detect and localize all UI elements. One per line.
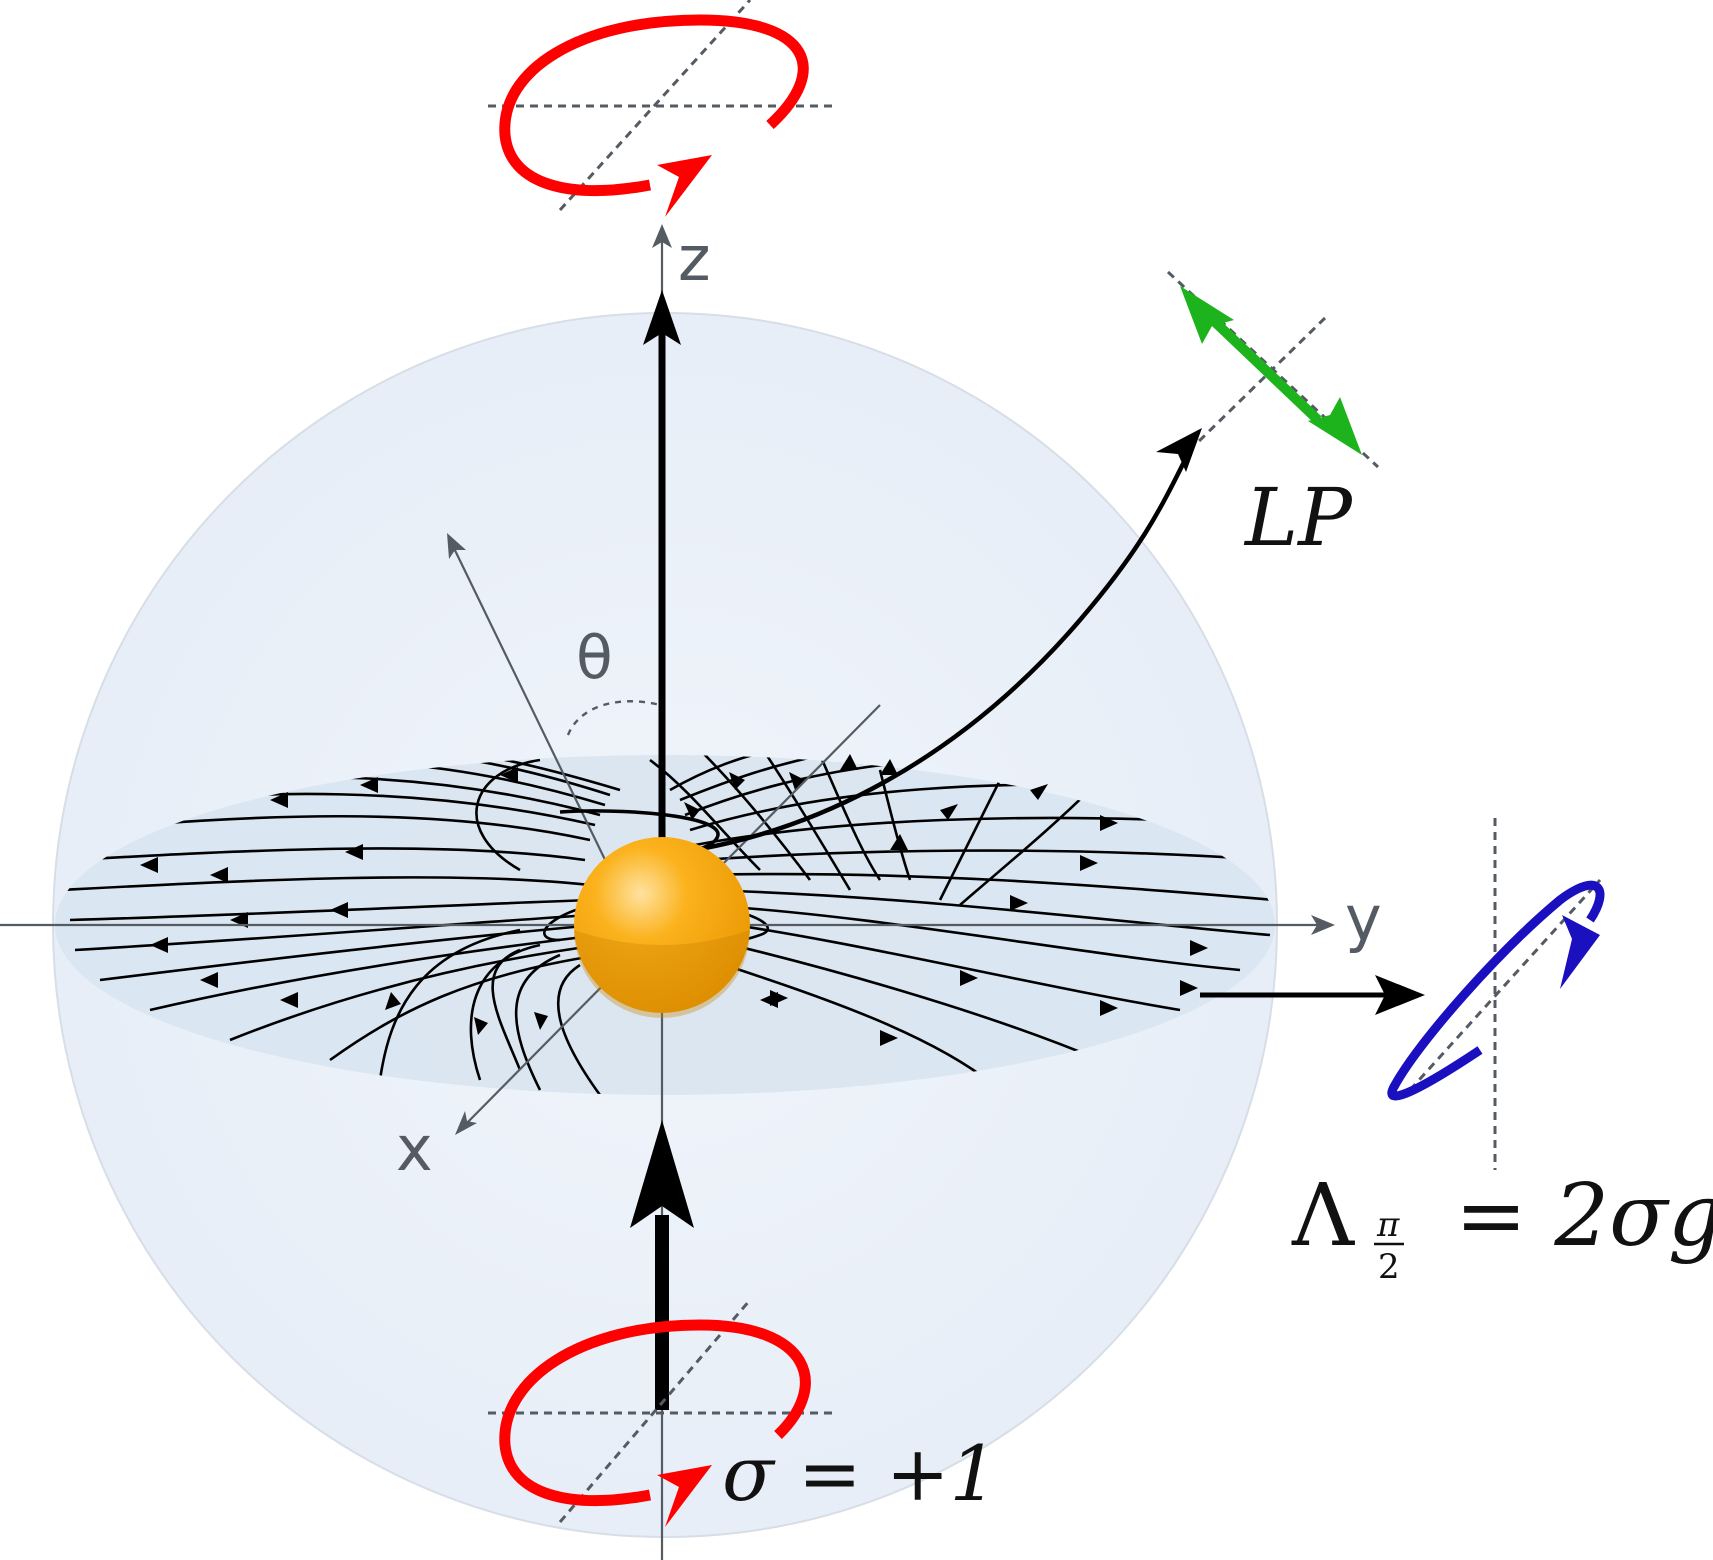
lp-beam	[619, 458, 1188, 861]
z-axis-arrowhead	[652, 224, 672, 248]
tilted-axis	[449, 539, 611, 871]
y-emission-arrowhead	[1375, 975, 1425, 1015]
theta-arc	[566, 700, 661, 736]
elliptical-polarization	[1387, 818, 1605, 1170]
z-emission-arrowhead	[643, 290, 681, 345]
top-circular-polarization	[488, 0, 836, 217]
x-axis-label: x	[396, 1112, 433, 1185]
y-axis-label: y	[1345, 882, 1382, 955]
tilted-axis-arrowhead	[447, 533, 466, 559]
particle-shadow	[574, 930, 750, 1018]
bottom-circular-polarization	[488, 1299, 836, 1527]
incident-beam-arrowhead	[630, 1120, 694, 1228]
lambda-sub-den: 2	[1378, 1247, 1400, 1287]
z-axis-label: z	[678, 222, 711, 295]
lp-beam-arrowhead	[1156, 428, 1202, 472]
theta-label: θ	[576, 623, 613, 693]
lambda-rhs: = 2σg	[1455, 1166, 1713, 1266]
lambda-symbol: Λ	[1291, 1166, 1355, 1266]
lambda-sub-num: π	[1376, 1205, 1400, 1245]
particle	[574, 837, 750, 1013]
y-axis-arrowhead	[1311, 915, 1335, 935]
x-axis-arrowhead	[455, 1111, 477, 1135]
linear-polarization	[1166, 270, 1380, 469]
lp-label: LP	[1243, 471, 1353, 564]
flow-arrowheads	[140, 754, 1208, 1046]
sigma-label: σ = +1	[722, 1429, 998, 1518]
